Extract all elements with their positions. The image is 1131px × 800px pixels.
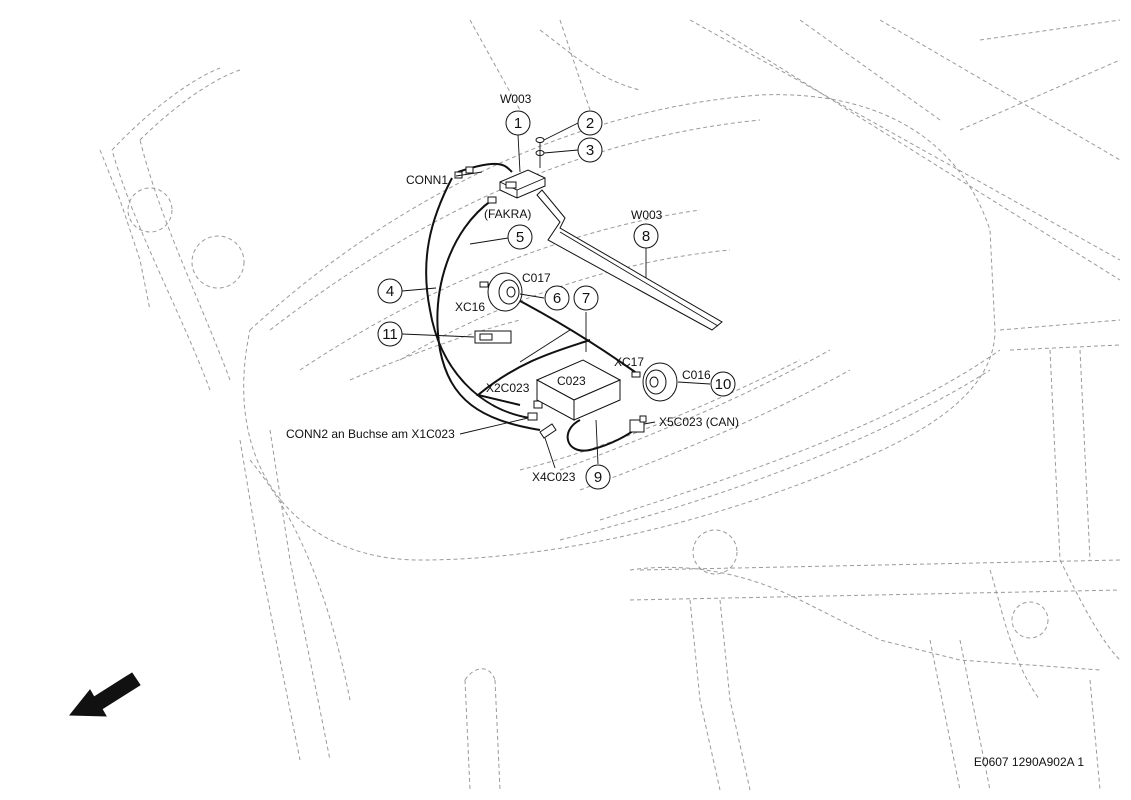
connector-conn2	[527, 412, 538, 421]
label-x5c023-can: X5C023 (CAN)	[659, 415, 739, 429]
harness-w003-ribbon	[536, 189, 723, 331]
speaker-c017-icon	[487, 272, 523, 312]
connector-conn1	[454, 166, 474, 179]
callout-11-number: 11	[382, 326, 398, 343]
label-c016: C016	[682, 368, 711, 382]
connector-x4c023	[539, 423, 557, 439]
callout-8: 8	[633, 223, 659, 249]
callout-8-number: 8	[642, 228, 650, 245]
callout-2: 2	[577, 110, 603, 136]
callout-11: 11	[377, 321, 403, 347]
label-fakra: (FAKRA)	[484, 207, 531, 221]
callout-3: 3	[577, 137, 603, 163]
label-conn2: CONN2 an Buchse am X1C023	[286, 427, 455, 441]
callout-4: 4	[377, 278, 403, 304]
callout-1-number: 1	[514, 115, 522, 132]
callout-1: 1	[505, 110, 531, 136]
label-xc16: XC16	[455, 300, 485, 314]
label-x2c023: X2C023	[486, 381, 530, 395]
label-xc17: XC17	[614, 355, 644, 369]
cab-structure-ghost	[99, 19, 1121, 791]
callout-6-number: 6	[553, 290, 561, 307]
callout-7: 7	[573, 285, 599, 311]
label-w003-right: W003	[631, 208, 663, 222]
callout-2-number: 2	[586, 115, 594, 132]
callout-5-number: 5	[516, 229, 524, 246]
label-c023: C023	[557, 374, 586, 388]
callout-7-number: 7	[582, 290, 590, 307]
callout-10: 10	[710, 371, 736, 397]
callout-4-number: 4	[386, 283, 394, 300]
module-w003-connector	[499, 169, 546, 199]
callout-10-number: 10	[715, 376, 732, 393]
connector-xc16	[479, 281, 489, 288]
connector-fakra	[487, 196, 497, 204]
speaker-c016-icon	[642, 362, 678, 402]
label-conn1: CONN1	[406, 173, 448, 187]
callout-9: 9	[585, 464, 611, 490]
connector-xc17	[631, 371, 641, 378]
callout-9-number: 9	[594, 469, 602, 486]
label-c017: C017	[522, 271, 551, 285]
leader-lines	[401, 122, 711, 469]
direction-arrow-icon	[68, 672, 141, 717]
callout-6: 6	[544, 285, 570, 311]
callout-5: 5	[507, 224, 533, 250]
nut-and-washer	[535, 137, 545, 168]
callout-3-number: 3	[586, 142, 594, 159]
label-w003-top: W003	[500, 92, 532, 106]
connector-x5c023	[629, 415, 647, 433]
label-x4c023: X4C023	[532, 470, 576, 484]
drawing-id: E0607 1290A902A 1	[974, 755, 1084, 769]
control-unit-c023	[535, 359, 622, 421]
plate-part-11	[474, 330, 512, 344]
